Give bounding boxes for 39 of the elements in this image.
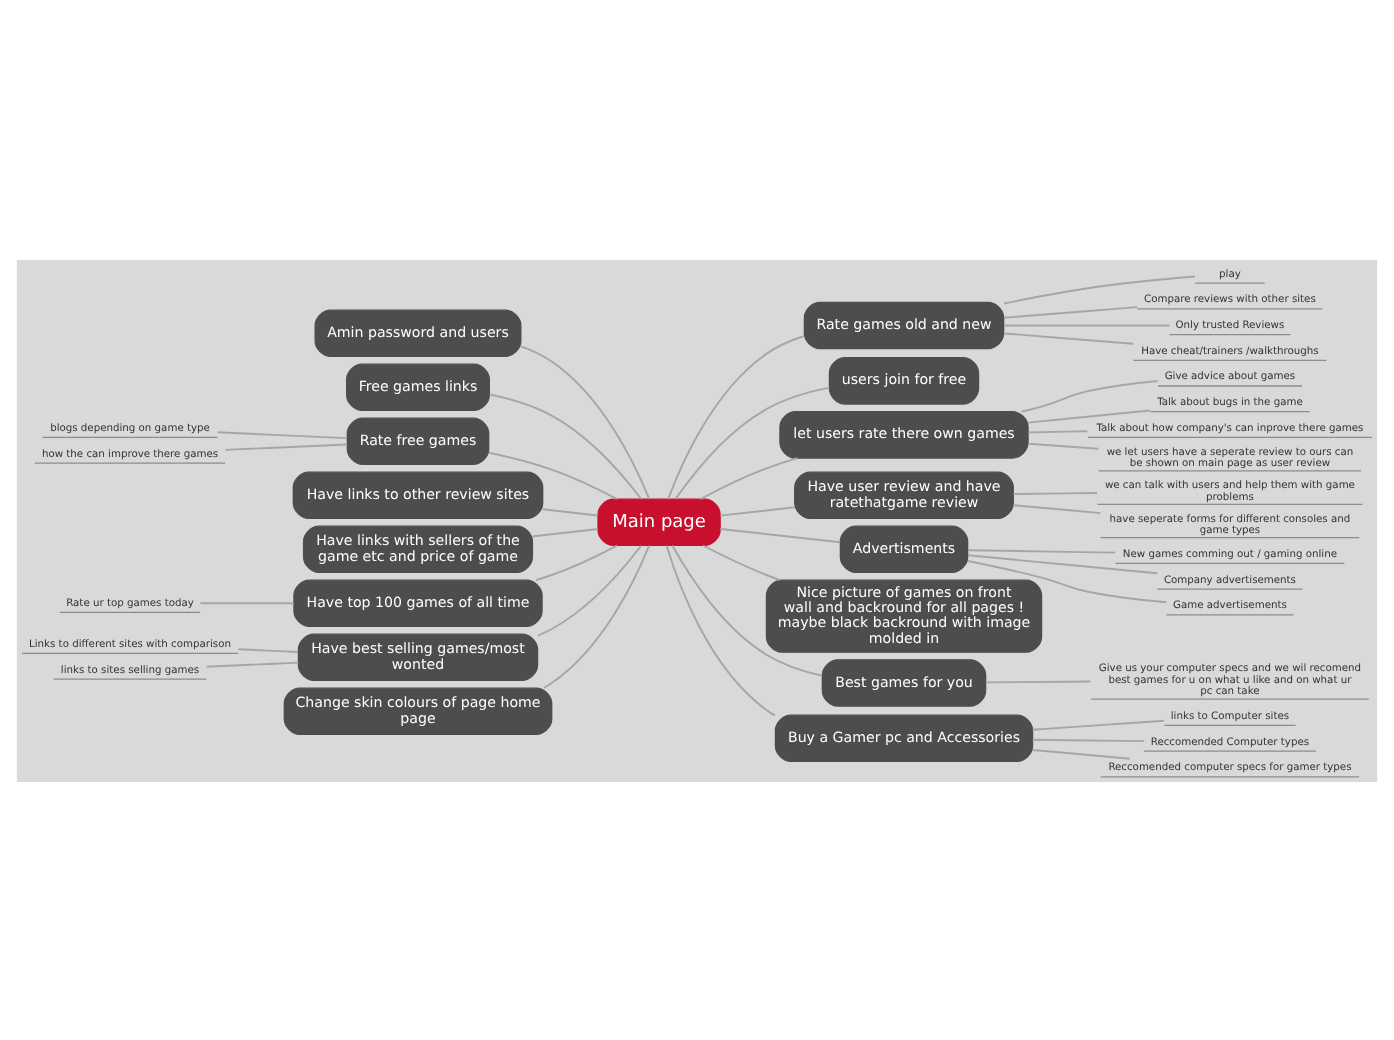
connector	[1003, 305, 1139, 318]
connector	[1027, 429, 1089, 433]
connector	[535, 543, 618, 581]
connector	[985, 679, 1092, 683]
connector	[487, 450, 618, 499]
node-box: Main page	[597, 497, 721, 546]
connector	[1031, 737, 1145, 742]
connector	[1031, 718, 1166, 730]
connector	[671, 543, 824, 676]
connector	[541, 507, 599, 516]
connector	[967, 559, 1168, 603]
connector	[702, 543, 781, 581]
connector	[1003, 323, 1171, 326]
connector	[719, 505, 796, 516]
connector	[719, 527, 842, 543]
connector	[531, 527, 599, 537]
connector	[542, 543, 651, 688]
connector	[1020, 379, 1159, 412]
connector	[1012, 503, 1102, 514]
connector	[699, 456, 799, 499]
connector	[667, 334, 806, 499]
connector	[536, 543, 643, 636]
connector	[1003, 331, 1135, 344]
connector	[216, 430, 348, 439]
connector	[665, 543, 776, 716]
connector	[205, 660, 300, 667]
connector	[967, 548, 1117, 553]
connector	[1031, 747, 1131, 759]
connector	[488, 392, 643, 499]
connector	[967, 553, 1159, 574]
connector	[520, 344, 651, 499]
connector	[237, 647, 299, 652]
connector	[1027, 408, 1151, 423]
connector	[1003, 274, 1196, 304]
connector	[1012, 491, 1098, 494]
connector	[674, 385, 831, 499]
connector	[224, 442, 348, 450]
connector	[199, 601, 295, 604]
connector	[1027, 441, 1100, 449]
